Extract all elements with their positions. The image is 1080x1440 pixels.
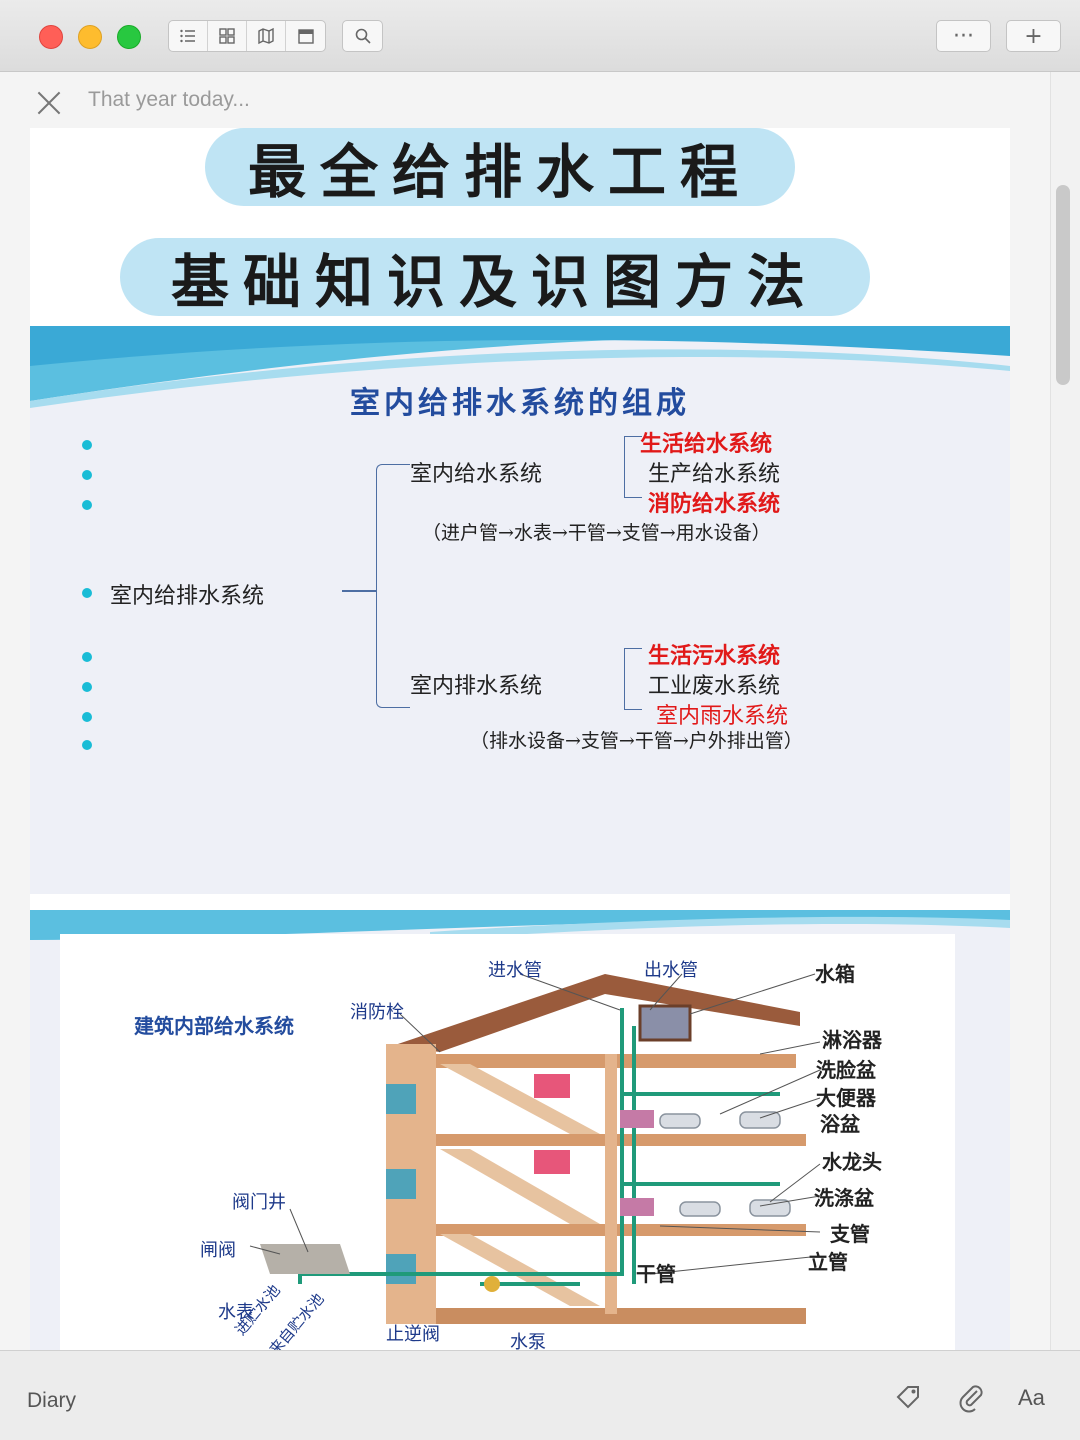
calendar-icon (297, 29, 314, 44)
list-icon (180, 29, 195, 43)
label-shower: 淋浴器 (822, 1028, 882, 1052)
label-main-pipe: 干管 (636, 1262, 676, 1286)
calendar-view-button[interactable] (286, 21, 325, 51)
bullet-dot (82, 470, 92, 480)
building-cutaway-illustration (249, 973, 821, 1324)
zoom-window-button[interactable] (117, 25, 141, 49)
slide-wave-decoration (30, 910, 1010, 940)
bullet-dot (82, 440, 92, 450)
entry-editor: That year today... 最全给排水工程 基础知识及识图方法 室内给… (0, 72, 1050, 1350)
drain-flow-text: （排水设备→支管→干管→户外排出管） (470, 730, 803, 752)
label-toilet: 大便器 (816, 1086, 876, 1110)
label-riser-pipe: 立管 (808, 1250, 848, 1274)
diagram-title: 建筑内部给水系统 (134, 1014, 294, 1038)
root-brace-stem (342, 590, 376, 592)
drain-item-3: 室内雨水系统 (656, 704, 789, 729)
label-inlet-pipe: 进水管 (488, 960, 542, 981)
map-view-button[interactable] (247, 21, 286, 51)
bullet-dot (82, 500, 92, 510)
close-entry-icon[interactable] (36, 90, 62, 116)
supply-system-label: 室内给水系统 (410, 462, 543, 487)
headline-line-1: 最全给排水工程 (205, 128, 795, 206)
slide-water-supply-diagram: 建筑内部给水系统 进水管 出水管 水箱 消防栓 淋浴器 洗脸盆 大便器 浴盆 水… (30, 910, 1010, 1350)
bullet-dot (82, 682, 92, 692)
close-window-button[interactable] (39, 25, 63, 49)
label-pump: 水泵 (510, 1332, 546, 1350)
minimize-window-button[interactable] (78, 25, 102, 49)
entry-footer: Diary Aa (0, 1350, 1080, 1440)
label-gate-valve: 闸阀 (200, 1240, 236, 1261)
bullet-dot (82, 652, 92, 662)
grid-view-button[interactable] (208, 21, 247, 51)
poster-headline: 最全给排水工程 基础知识及识图方法 (30, 128, 1010, 328)
label-bathtub: 浴盆 (820, 1112, 860, 1136)
supply-item-3: 消防给水系统 (648, 491, 781, 517)
label-check-valve: 止逆阀 (386, 1324, 440, 1345)
slide-title: 室内给排水系统的组成 (350, 386, 690, 421)
window-titlebar: ··· + (0, 0, 1080, 72)
attachment-icon[interactable] (955, 1381, 987, 1413)
supply-brace (624, 436, 642, 498)
grid-icon (219, 28, 235, 44)
label-faucet: 水龙头 (822, 1150, 882, 1174)
label-valve-well: 阀门井 (232, 1192, 286, 1213)
scroll-thumb[interactable] (1056, 185, 1070, 385)
search-button[interactable] (343, 21, 382, 51)
label-branch-pipe: 支管 (830, 1222, 870, 1246)
entry-image: 最全给排水工程 基础知识及识图方法 室内给排水系统的组成 室内给排水系统 室内给… (30, 128, 1010, 1350)
slide-system-composition: 室内给排水系统的组成 室内给排水系统 室内给水系统 生活给水系统 生产给水系统 … (30, 326, 1010, 894)
label-outlet-pipe: 出水管 (644, 960, 698, 981)
map-icon (258, 27, 274, 45)
bullet-dot (82, 588, 92, 598)
journal-name[interactable]: Diary (27, 1389, 77, 1412)
search-group (342, 20, 383, 52)
more-button[interactable]: ··· (936, 20, 991, 52)
bullet-dot (82, 712, 92, 722)
drain-system-label: 室内排水系统 (410, 674, 543, 699)
search-icon (355, 28, 371, 44)
label-washbasin: 洗脸盆 (816, 1058, 876, 1082)
label-water-meter: 水表 (218, 1302, 254, 1323)
headline-line-2: 基础知识及识图方法 (120, 238, 870, 316)
label-fire-hydrant: 消防栓 (350, 1002, 404, 1023)
root-brace (376, 464, 410, 708)
add-entry-button[interactable]: + (1006, 20, 1061, 52)
drain-brace (624, 648, 642, 710)
drain-item-2: 工业废水系统 (648, 674, 781, 699)
entry-title-field[interactable]: That year today... (88, 88, 250, 111)
label-water-tank: 水箱 (815, 962, 855, 986)
tag-icon[interactable] (892, 1381, 924, 1413)
drain-item-1: 生活污水系统 (648, 643, 781, 669)
bullet-dot (82, 740, 92, 750)
supply-item-1: 生活给水系统 (640, 431, 773, 457)
label-sink: 洗涤盆 (814, 1186, 874, 1210)
building-diagram: 建筑内部给水系统 进水管 出水管 水箱 消防栓 淋浴器 洗脸盆 大便器 浴盆 水… (60, 934, 955, 1350)
text-format-button[interactable]: Aa (1018, 1385, 1045, 1410)
slide-wave-decoration (30, 326, 1010, 408)
list-view-button[interactable] (169, 21, 208, 51)
root-system-label: 室内给排水系统 (110, 584, 265, 609)
supply-item-2: 生产给水系统 (648, 462, 781, 487)
supply-flow-text: （进户管→水表→干管→支管→用水设备） (422, 522, 771, 544)
view-switcher (168, 20, 326, 52)
